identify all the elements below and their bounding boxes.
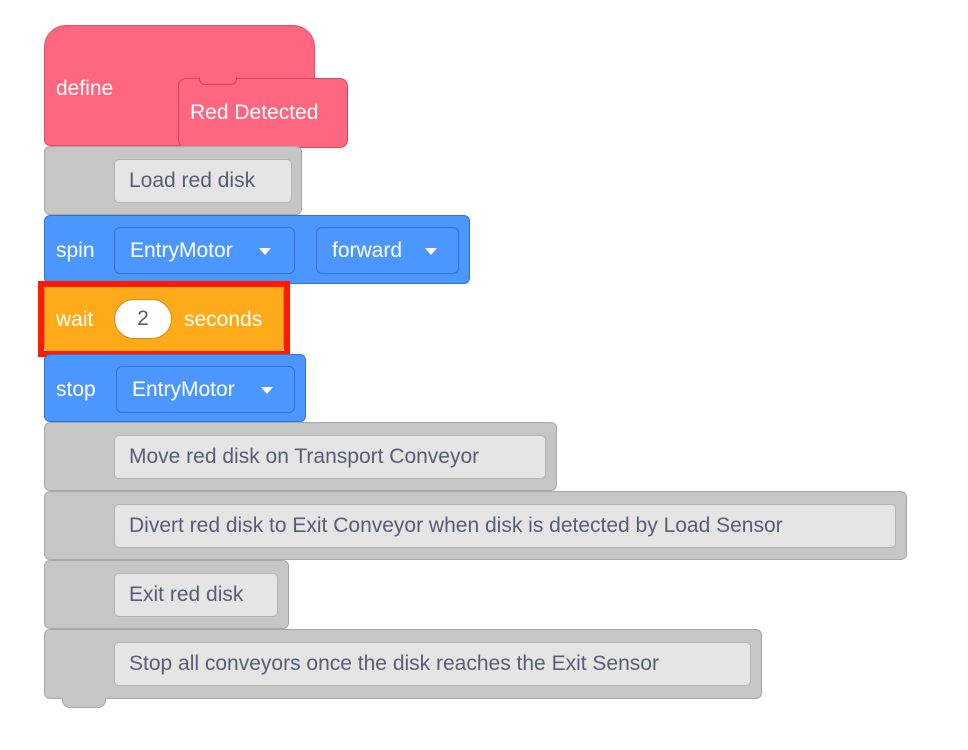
caret-down-icon — [259, 248, 271, 255]
comment-block-divert-red-disk[interactable]: Divert red disk to Exit Conveyor when di… — [44, 491, 907, 560]
direction-dropdown-value: forward — [332, 239, 403, 262]
motor-dropdown-value: EntryMotor — [130, 239, 233, 262]
stop-keyword: stop — [56, 378, 96, 401]
wait-keyword: wait — [56, 308, 94, 331]
define-block[interactable]: define Red Detected — [44, 25, 348, 148]
last-block-tab — [62, 698, 106, 708]
comment-block-stop-conveyors[interactable]: Stop all conveyors once the disk reaches… — [44, 629, 762, 699]
stop-motor-block[interactable]: stop EntryMotor — [44, 354, 306, 422]
comment-text: Move red disk on Transport Conveyor — [129, 445, 480, 468]
comment-text: Exit red disk — [129, 583, 244, 606]
motor-dropdown-value: EntryMotor — [132, 378, 235, 401]
motor-dropdown[interactable]: EntryMotor — [116, 366, 295, 413]
comment-field[interactable]: Exit red disk — [114, 573, 278, 617]
define-name-slot[interactable]: Red Detected — [178, 77, 348, 148]
wait-seconds-input[interactable]: 2 — [114, 299, 172, 339]
define-name: Red Detected — [190, 101, 319, 124]
comment-text: Divert red disk to Exit Conveyor when di… — [129, 514, 783, 537]
direction-dropdown[interactable]: forward — [316, 227, 459, 274]
comment-block-load-red-disk[interactable]: Load red disk — [44, 146, 302, 215]
wait-block[interactable]: wait 2 seconds — [44, 284, 284, 352]
spin-keyword: spin — [56, 239, 95, 262]
define-slot-notch — [199, 77, 237, 85]
comment-text: Stop all conveyors once the disk reaches… — [129, 652, 659, 675]
comment-block-exit-red-disk[interactable]: Exit red disk — [44, 560, 289, 629]
spin-motor-block[interactable]: spin EntryMotor forward — [44, 215, 470, 284]
motor-dropdown[interactable]: EntryMotor — [114, 227, 295, 274]
define-keyword: define — [56, 77, 114, 100]
comment-field[interactable]: Load red disk — [114, 159, 292, 203]
seconds-label: seconds — [184, 308, 263, 331]
comment-text: Load red disk — [129, 169, 256, 192]
caret-down-icon — [261, 387, 273, 394]
comment-field[interactable]: Divert red disk to Exit Conveyor when di… — [114, 504, 896, 548]
caret-down-icon — [425, 248, 437, 255]
comment-field[interactable]: Move red disk on Transport Conveyor — [114, 435, 546, 479]
comment-field[interactable]: Stop all conveyors once the disk reaches… — [114, 642, 751, 686]
comment-block-move-red-disk[interactable]: Move red disk on Transport Conveyor — [44, 422, 557, 491]
